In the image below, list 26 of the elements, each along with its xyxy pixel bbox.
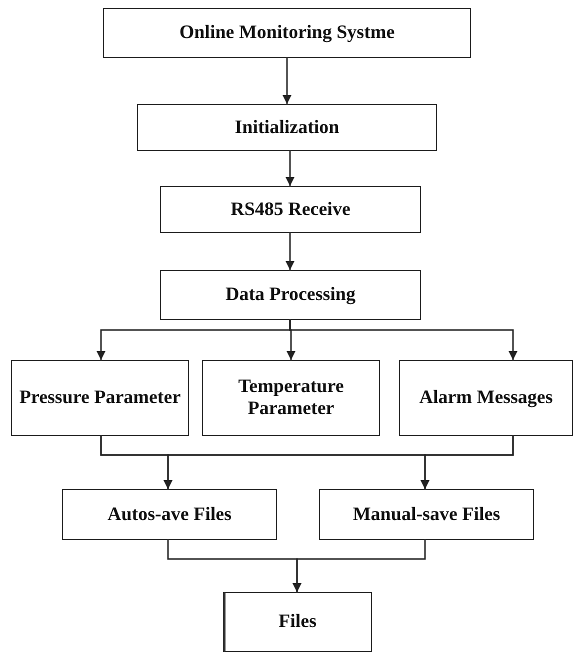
- process-box: [399, 360, 573, 436]
- arrow: [292, 540, 426, 592]
- arrow: [282, 58, 292, 104]
- node-label: RS485 Receive: [230, 198, 350, 220]
- arrow: [286, 233, 294, 270]
- process-box: [137, 104, 437, 151]
- process-box: [160, 186, 421, 233]
- node-label: Manual-save Files: [352, 504, 500, 526]
- node-label: Alarm Messages: [419, 387, 553, 409]
- document-box: [223, 592, 372, 652]
- process-box: [160, 270, 421, 320]
- node-label: Temperature Parameter: [237, 376, 345, 420]
- arrow: [289, 320, 518, 360]
- arrow: [286, 151, 294, 186]
- node-label: Autos-ave Files: [107, 504, 232, 526]
- process-box: [11, 360, 189, 436]
- node-label: Online Monitoring Systme: [179, 22, 395, 44]
- process-box: [103, 8, 471, 58]
- node-label: Files: [278, 611, 316, 633]
- process-box: [202, 360, 380, 436]
- process-box: [62, 489, 277, 540]
- node-label: Data Processing: [226, 284, 356, 306]
- process-box: [319, 489, 534, 540]
- node-label: Pressure Parameter: [19, 387, 181, 409]
- arrow: [420, 436, 514, 489]
- node-label: Initialization: [234, 116, 340, 138]
